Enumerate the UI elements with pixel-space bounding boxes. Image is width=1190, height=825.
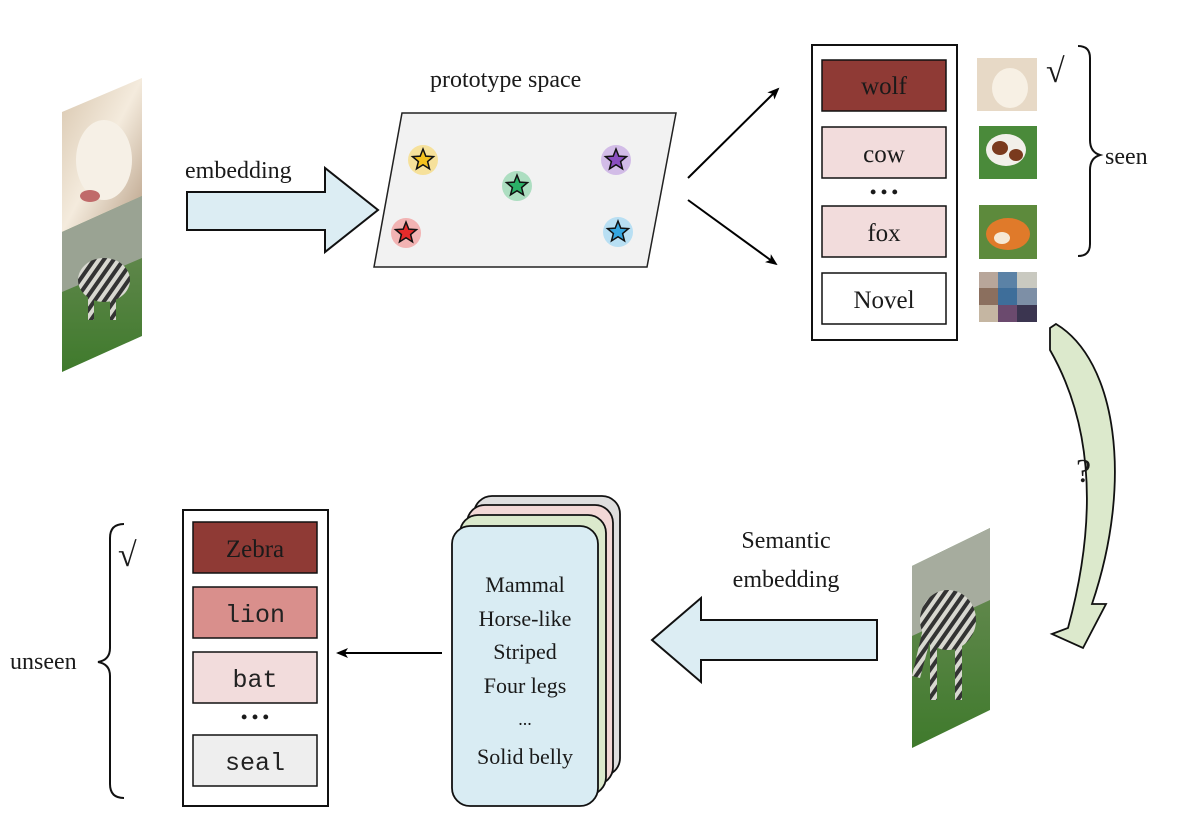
attribute-four-legs: Four legs: [484, 673, 567, 698]
class-box-novel: [821, 272, 947, 325]
unseen-check-mark: √: [118, 537, 137, 574]
attribute-mammal: Mammal: [485, 572, 564, 597]
class-label-wolf: wolf: [861, 73, 908, 100]
fox-thumbnail: [979, 205, 1037, 259]
attribute-card-stack: [451, 495, 621, 807]
star-purple-icon: [603, 146, 629, 171]
unseen-ellipsis: • • •: [241, 707, 269, 727]
class-label-seal: seal: [225, 749, 285, 778]
question-mark: ?: [1076, 453, 1091, 490]
zebra-body: [78, 258, 130, 302]
class-label-zebra: Zebra: [226, 536, 284, 563]
class-box-zebra: [192, 521, 318, 574]
arrow-to-classifier-upper: [687, 87, 780, 179]
class-label-lion: lion: [225, 601, 285, 630]
embedding-arrow: [186, 165, 380, 255]
class-box-seal: [192, 734, 318, 787]
class-box-wolf: [821, 59, 947, 112]
star-green-icon: [504, 172, 530, 197]
class-box-fox: [821, 205, 947, 258]
seen-label: seen: [1105, 144, 1148, 170]
attribute-card-front: [451, 525, 599, 807]
embedding-label: embedding: [185, 158, 292, 184]
class-box-bat: [192, 651, 318, 704]
star-red-icon: [393, 219, 419, 244]
zebra-query-image: [912, 528, 990, 748]
class-label-cow: cow: [863, 141, 905, 168]
seen-brace: [1077, 45, 1104, 257]
class-label-bat: bat: [232, 666, 277, 695]
cow-thumbnail: [979, 126, 1037, 179]
semantic-embedding-arrow: [650, 595, 878, 685]
class-label-novel: Novel: [853, 287, 914, 314]
novel-thumbnail-grid: [979, 272, 1037, 322]
curved-transfer-arrow: [1049, 322, 1116, 650]
class-box-cow: [821, 126, 947, 179]
prototype-space-label: prototype space: [430, 67, 581, 93]
attribute-striped: Striped: [493, 639, 557, 664]
semantic-label-line1: Semantic: [741, 528, 830, 554]
star-blue-icon: [605, 218, 631, 243]
prototype-stars: [391, 145, 633, 248]
attribute-solid-belly: Solid belly: [477, 744, 573, 769]
arrow-to-classifier-lower: [687, 199, 778, 266]
attribute-horse-like: Horse-like: [479, 606, 572, 631]
unseen-label: unseen: [10, 649, 77, 675]
class-label-fox: fox: [867, 220, 901, 247]
wolf-head: [76, 120, 132, 200]
attribute-ellipsis: ...: [518, 709, 532, 729]
semantic-label-line2: embedding: [733, 567, 840, 593]
wolf-thumbnail: [977, 58, 1037, 111]
star-yellow-icon: [410, 146, 436, 171]
class-box-lion: [192, 586, 318, 639]
input-image-strip: [62, 78, 142, 372]
seen-check-mark: √: [1046, 53, 1065, 90]
unseen-brace: [97, 523, 125, 799]
seen-ellipsis: • • •: [870, 182, 898, 202]
